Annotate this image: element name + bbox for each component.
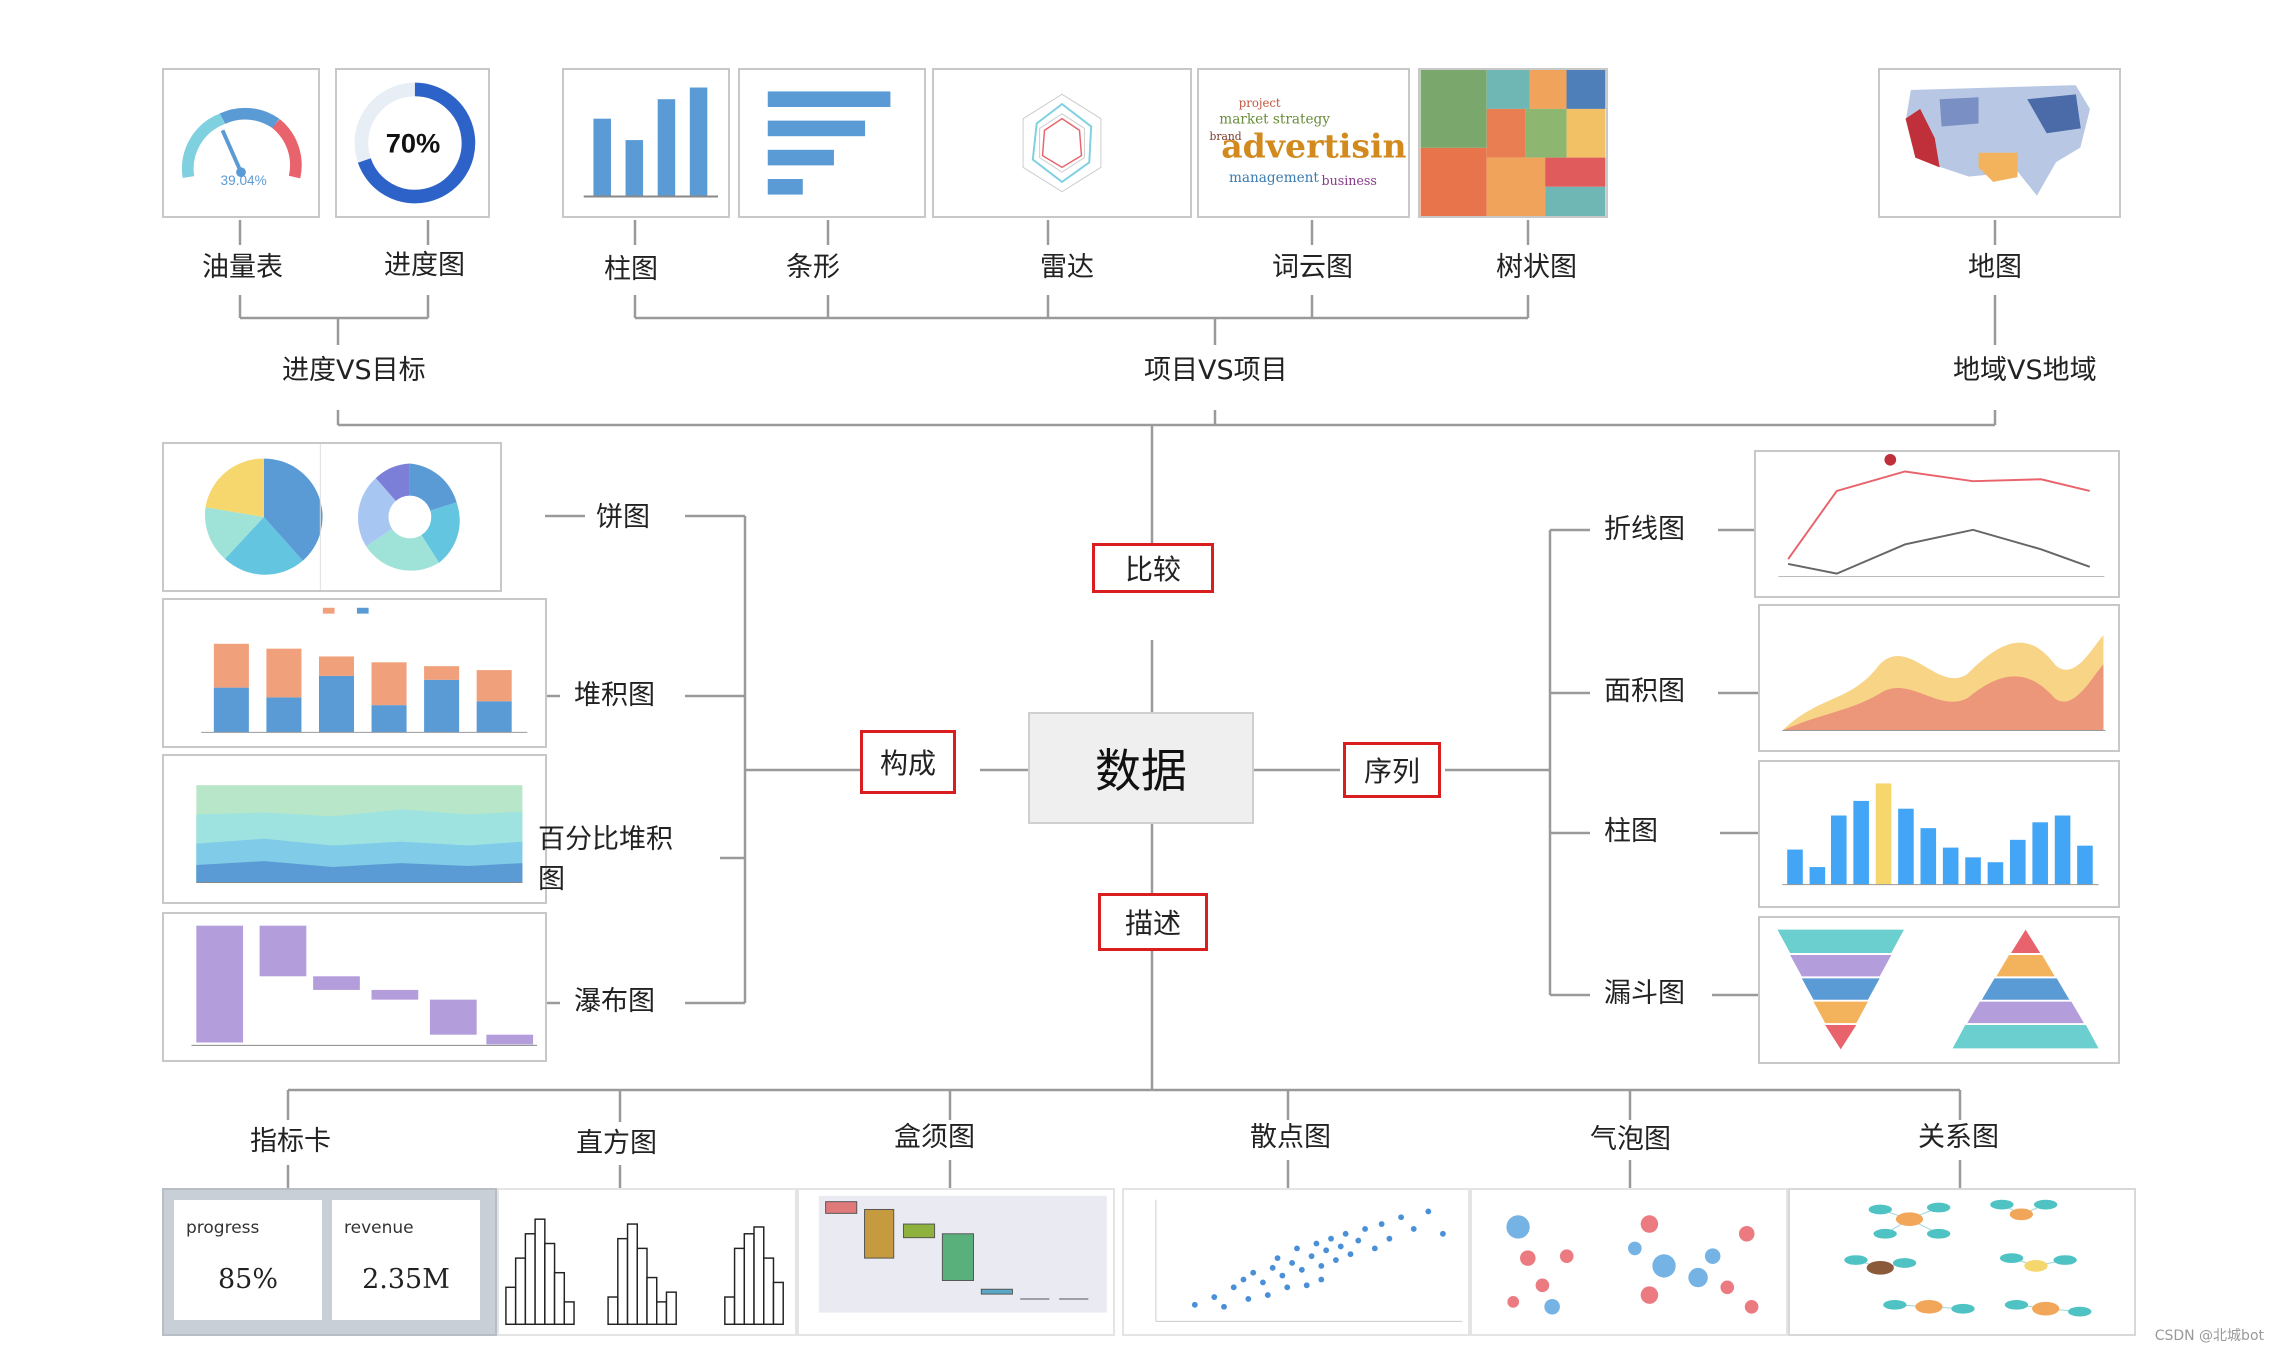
kpi-card-revenue: revenue 2.35M <box>332 1200 480 1320</box>
line-thumbnail <box>1754 450 2120 598</box>
map-label: 地图 <box>1968 252 2022 283</box>
sequence-column-thumbnail <box>1758 760 2120 908</box>
radar-label: 雷达 <box>1040 252 1094 283</box>
waterfall-label: 瀑布图 <box>574 986 655 1017</box>
radar-thumbnail <box>932 68 1192 218</box>
kpi-key: progress <box>186 1218 260 1238</box>
area-label: 面积图 <box>1604 676 1685 707</box>
boxplot-label: 盒须图 <box>894 1122 975 1153</box>
scatter-points <box>1191 1208 1446 1310</box>
map-thumbnail <box>1878 68 2121 218</box>
wordcloud-label: 词云图 <box>1272 252 1353 283</box>
bubble-label: 气泡图 <box>1590 1124 1671 1155</box>
sequence-column-label: 柱图 <box>1604 816 1658 847</box>
boxplot-thumbnail <box>797 1188 1115 1336</box>
treemap-thumbnail <box>1418 68 1608 218</box>
scatter-thumbnail <box>1122 1188 1470 1336</box>
progress-thumbnail: 70% <box>335 68 490 218</box>
gauge-value-text: 39.04% <box>221 173 267 188</box>
kpi-label: 指标卡 <box>250 1126 331 1157</box>
svg-text:project: project <box>1239 96 1281 110</box>
pie-thumbnail <box>162 442 502 592</box>
wordcloud-main-word: advertising <box>1221 127 1408 166</box>
stacked-label: 堆积图 <box>574 680 655 711</box>
scatter-label: 散点图 <box>1250 1122 1331 1153</box>
group-progress-vs-target: 进度VS目标 <box>282 355 426 386</box>
kpi-card-progress: progress 85% <box>174 1200 322 1320</box>
kpi-key: revenue <box>344 1218 414 1238</box>
histogram-label: 直方图 <box>576 1128 657 1159</box>
progress-label: 进度图 <box>384 250 465 281</box>
area-thumbnail <box>1758 604 2120 752</box>
bubble-thumbnail <box>1470 1188 1788 1336</box>
svg-text:market strategy: market strategy <box>1219 112 1330 128</box>
relation-thumbnail <box>1788 1188 2136 1336</box>
kpi-value: 2.35M <box>362 1264 450 1295</box>
column-label: 柱图 <box>604 254 658 285</box>
svg-text:business: business <box>1322 173 1377 188</box>
branch-compare: 比较 <box>1092 543 1214 593</box>
line-label: 折线图 <box>1604 514 1685 545</box>
progress-value-text: 70% <box>386 128 441 159</box>
bar-label: 条形 <box>786 252 840 283</box>
kpi-thumbnail: progress 85% revenue 2.35M <box>162 1188 497 1336</box>
bar-thumbnail <box>738 68 926 218</box>
gauge-label: 油量表 <box>202 252 283 283</box>
center-label: 数据 <box>1095 744 1187 798</box>
footer-credit: CSDN @北城bot <box>2154 1328 2264 1344</box>
branch-sequence: 序列 <box>1343 742 1441 798</box>
treemap-label: 树状图 <box>1496 252 1577 283</box>
group-item-vs-item: 项目VS项目 <box>1144 355 1288 386</box>
stacked-thumbnail <box>162 598 547 748</box>
svg-text:brand: brand <box>1210 130 1242 143</box>
branch-describe: 描述 <box>1098 893 1208 951</box>
gauge-thumbnail: 39.04% <box>162 68 320 218</box>
percent-stacked-thumbnail <box>162 754 547 904</box>
group-region-vs-region: 地域VS地域 <box>1953 355 2097 386</box>
center-node: 数据 <box>1028 712 1254 824</box>
histogram-thumbnail <box>497 1188 797 1336</box>
branch-compose: 构成 <box>860 730 956 794</box>
svg-text:management: management <box>1229 170 1319 186</box>
percent-stacked-label: 百分比堆积图 <box>538 824 673 895</box>
funnel-label: 漏斗图 <box>1604 978 1685 1009</box>
kpi-value: 85% <box>217 1264 278 1295</box>
relation-label: 关系图 <box>1918 1122 1999 1153</box>
waterfall-thumbnail <box>162 912 547 1062</box>
funnel-thumbnail <box>1758 916 2120 1064</box>
column-thumbnail <box>562 68 730 218</box>
pie-label: 饼图 <box>596 502 650 533</box>
wordcloud-thumbnail: market strategy project advertising mana… <box>1197 68 1410 218</box>
